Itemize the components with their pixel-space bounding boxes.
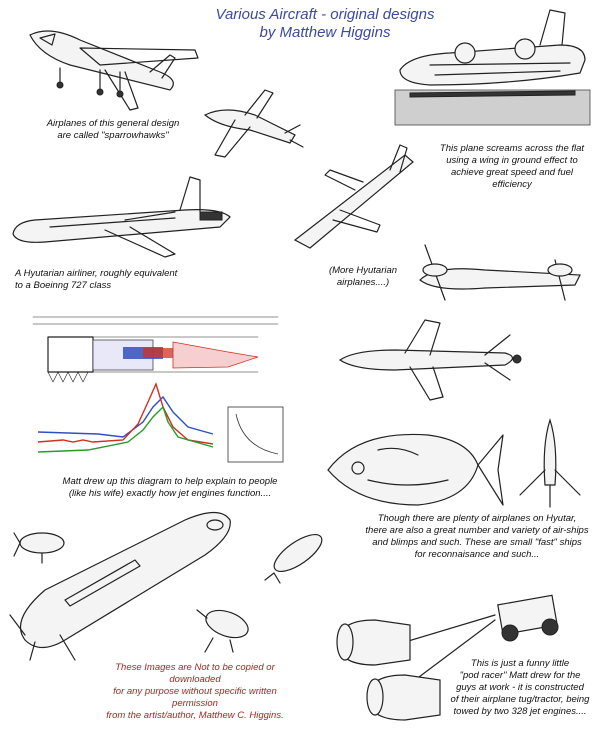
caption-diagram: Matt drew up this diagram to help explai… — [62, 476, 278, 499]
small-blimp-sketch-3 — [196, 609, 249, 653]
caption-sparrowhawks: Airplanes of this general design are cal… — [46, 118, 180, 141]
airliner-sketch — [12, 176, 231, 258]
small-blimp-sketch-2 — [264, 533, 323, 584]
caption-ground-effect: This plane screams across the flat using… — [439, 143, 585, 190]
copyright-notice: These Images are Not to be copied or dow… — [106, 662, 284, 721]
caption-airliner: A Hyutarian airliner, roughly equivalent… — [15, 268, 178, 291]
jet-engine-diagram — [32, 316, 284, 463]
twin-engine-plane-sketch — [419, 244, 581, 301]
page-title: Various Aircraft - original designs by M… — [200, 6, 450, 42]
title-line-1: Various Aircraft - original designs — [215, 6, 435, 23]
small-blimp-sketch-1 — [13, 532, 65, 564]
airliner-windows — [49, 217, 176, 228]
sparrowhawk-sketch — [29, 30, 199, 111]
rocket-airship-sketch — [519, 418, 581, 508]
caption-airships: Though there are plenty of airplanes on … — [365, 513, 589, 560]
prop-plane-sketch — [203, 89, 304, 158]
title-line-2: by Matthew Higgins — [259, 24, 391, 41]
fish-airship-sketch — [327, 433, 504, 506]
pod-racer-sketch — [336, 594, 559, 721]
diagram-curves — [37, 381, 214, 453]
caption-pod-racer: This is just a funny little "pod racer" … — [450, 658, 590, 717]
swept-jet-sketch — [293, 144, 414, 249]
large-blimp-sketch — [9, 511, 231, 661]
caption-more-airplanes: (More Hyutarian airplanes....) — [328, 265, 398, 288]
ground-effect-plane-sketch — [394, 9, 591, 126]
fighter-jet-sketch — [338, 319, 522, 401]
